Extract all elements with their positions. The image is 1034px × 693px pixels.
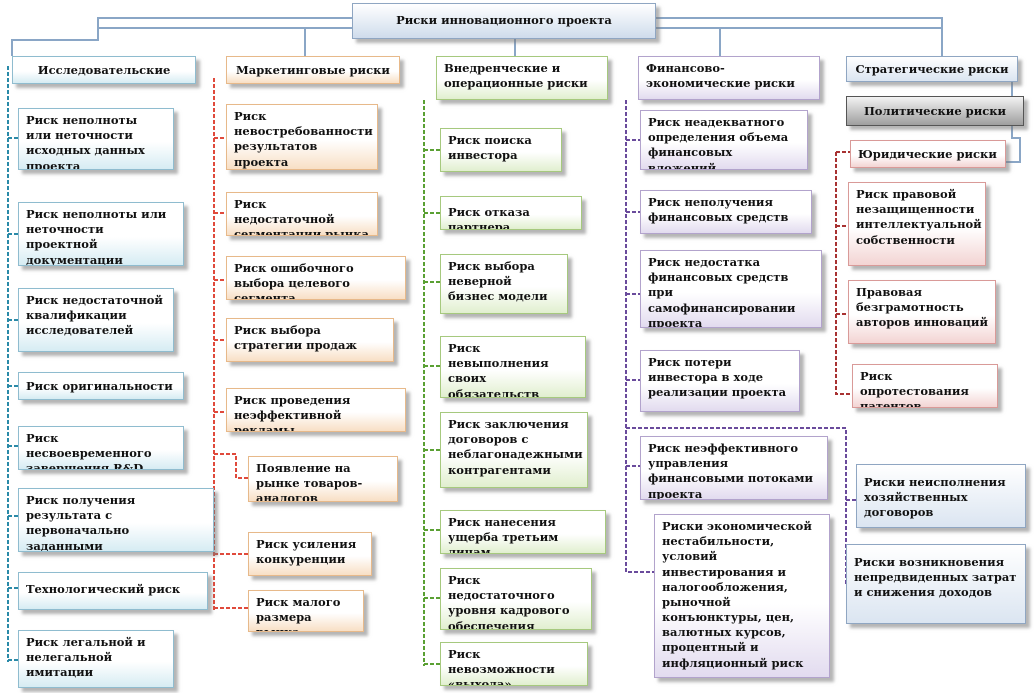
financial-risk-item: Риск недостатка финансовых средств при с… bbox=[640, 250, 822, 328]
research-risk-item: Риск легальной и нелегальной имитации bbox=[18, 630, 174, 688]
operational-risk-item: Риск заключения договоров с неблагонадеж… bbox=[440, 412, 588, 488]
legal-risk-item: Правовая безграмотность авторов инноваци… bbox=[848, 280, 996, 344]
research-risk-item: Технологический риск bbox=[18, 572, 208, 610]
legal-risk-item: Риск опротестования патентов bbox=[852, 364, 998, 408]
marketing-risk-item: Риск усиления конкуренции bbox=[248, 532, 372, 576]
financial-risk-item: Риски экономической нестабильности, усло… bbox=[654, 514, 830, 678]
research-risk-item: Риск оригинальности bbox=[18, 372, 184, 400]
financial-side-item: Риски неисполнения хозяйственных договор… bbox=[856, 464, 1026, 528]
category-strategic: Стратегические риски bbox=[846, 56, 1018, 82]
operational-risk-item: Риск нанесения ущерба третьим лицам bbox=[440, 510, 606, 554]
operational-risk-item: Риск отказа партнера bbox=[440, 196, 582, 230]
operational-risk-item: Риск невыполнения своих обязательств пар… bbox=[440, 336, 586, 398]
root-node: Риски инновационного проекта bbox=[352, 3, 656, 39]
category-research: Исследовательские риски bbox=[12, 56, 196, 84]
marketing-risk-item: Риск недостаточной сегментации рынка bbox=[226, 192, 378, 236]
category-marketing: Маркетинговые риски bbox=[226, 56, 400, 84]
financial-risk-item: Риск неадекватного определения объема фи… bbox=[640, 110, 808, 170]
category-legal: Юридические риски bbox=[850, 140, 1006, 168]
research-risk-item: Риск неполноты или неточности исходных д… bbox=[18, 108, 174, 170]
operational-risk-item: Риск недостаточного уровня кадрового обе… bbox=[440, 568, 592, 630]
financial-risk-item: Риск неполучения финансовых средств bbox=[640, 190, 812, 234]
research-risk-item: Риск неполноты или неточности проектной … bbox=[18, 202, 184, 266]
marketing-risk-item: Риск невостребованности результатов прое… bbox=[226, 104, 378, 170]
marketing-risk-item: Риск выбора стратегии продаж bbox=[226, 318, 394, 362]
research-risk-item: Риск получения результата с первоначальн… bbox=[18, 488, 214, 552]
research-risk-item: Риск несвоевременного завершения R&D bbox=[18, 426, 184, 470]
operational-risk-item: Риск поиска инвестора bbox=[440, 128, 562, 172]
operational-risk-item: Риск выбора неверной бизнес модели bbox=[440, 254, 568, 314]
financial-risk-item: Риск потери инвестора в ходе реализации … bbox=[640, 350, 800, 412]
marketing-risk-item: Риск проведения неэффективной рекламы bbox=[226, 388, 406, 432]
financial-side-item: Риски возникновения непредвиденных затра… bbox=[846, 544, 1026, 624]
category-political: Политические риски bbox=[846, 96, 1024, 126]
legal-risk-item: Риск правовой незащищенности интеллектуа… bbox=[848, 182, 986, 266]
marketing-risk-item: Появление на рынке товаров-аналогов bbox=[248, 456, 398, 502]
marketing-risk-item: Риск малого размера рынка bbox=[248, 590, 364, 632]
category-operational: Внедренческие и операционные риски bbox=[436, 56, 608, 100]
financial-risk-item: Риск неэффективного управления финансовы… bbox=[640, 436, 828, 500]
category-financial: Финансово-экономические риски bbox=[638, 56, 820, 100]
research-risk-item: Риск недостаточной квалификации исследов… bbox=[18, 288, 174, 352]
marketing-risk-item: Риск ошибочного выбора целевого сегмента bbox=[226, 256, 406, 300]
operational-risk-item: Риск невозможности «выхода» bbox=[440, 642, 588, 686]
